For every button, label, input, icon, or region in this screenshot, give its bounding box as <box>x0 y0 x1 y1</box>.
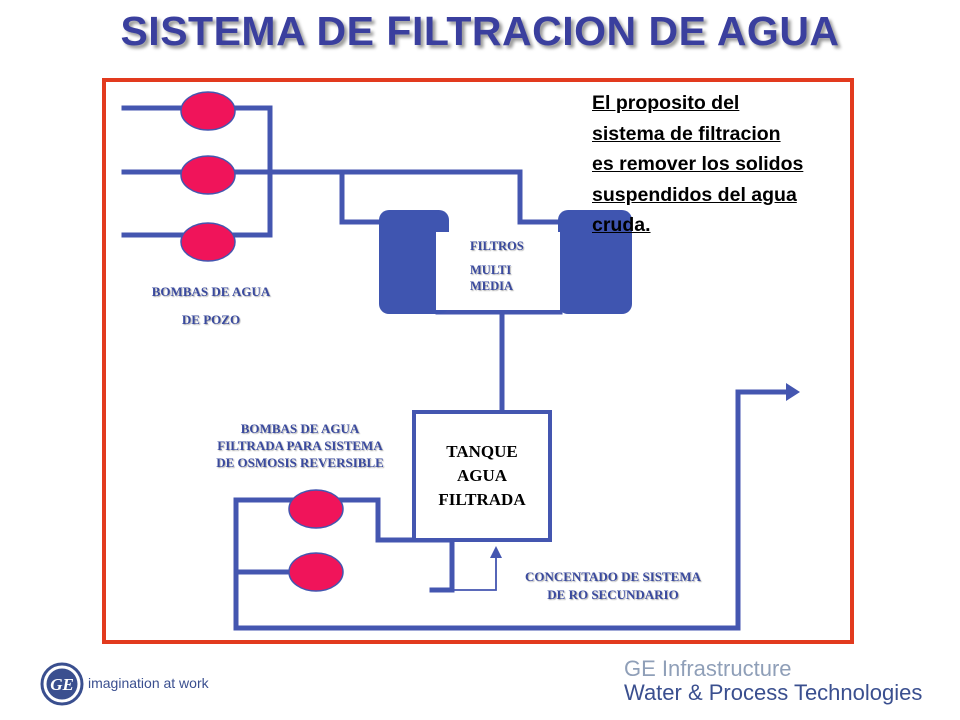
label-line: AGUA <box>456 466 508 485</box>
label-line: DE POZO <box>181 312 241 327</box>
pump-icon <box>180 155 236 195</box>
label-line: FILTRADA <box>438 490 526 509</box>
label-line: MULTI <box>470 263 512 277</box>
arrow-icon <box>786 383 800 401</box>
pipe-outlet-riser <box>735 389 793 631</box>
label-multimedia-filters: FILTROS MULTI MEDIA <box>470 238 524 294</box>
tagline: imagination at work <box>88 675 209 691</box>
logo-text: GE <box>50 675 74 694</box>
label-line: MEDIA <box>470 279 514 293</box>
pump-icon <box>288 489 344 529</box>
pump-icon <box>180 222 236 262</box>
filter-vessel-icon <box>379 210 449 314</box>
label-ro-concentrate: CONCENTADO DE SISTEMA DE RO SECUNDARIO <box>498 568 728 604</box>
concentrate-arrow-icon <box>432 546 502 591</box>
label-well-pumps: BOMBAS DE AGUA DE POZO <box>126 278 296 334</box>
label-line: DE RO SECUNDARIO <box>547 587 679 602</box>
pipe-ro-pump-2 <box>233 497 741 631</box>
tank-icon <box>412 410 552 542</box>
diagram-frame <box>102 78 854 644</box>
label-line: FILTROS <box>470 239 524 253</box>
company-line-1: GE Infrastructure <box>624 656 792 681</box>
filter-vessel-icon <box>558 210 632 314</box>
ge-logo-icon: GE <box>40 662 84 706</box>
label-filtered-water-pumps: BOMBAS DE AGUA FILTRADA PARA SISTEMA DE … <box>178 420 422 471</box>
pipe-to-left-filter <box>339 169 383 225</box>
pump-icon <box>288 552 344 592</box>
label-line: FILTRADA PARA SISTEMA <box>217 438 383 453</box>
label-line: BOMBAS DE AGUA <box>151 284 271 299</box>
page-title: SISTEMA DE FILTRACION DE AGUA <box>120 8 840 54</box>
company-line-2: Water & Process Technologies <box>624 680 923 705</box>
label-line: DE OSMOSIS REVERSIBLE <box>216 455 384 470</box>
label-line: CONCENTADO DE SISTEMA <box>524 569 701 584</box>
pipe-pumps-to-filters-top <box>267 169 571 225</box>
pump-icon <box>180 91 236 131</box>
purpose-statement: El proposito del sistema de filtracion e… <box>592 92 804 236</box>
label-line: BOMBAS DE AGUA <box>240 421 360 436</box>
tank-label: TANQUE AGUA FILTRADA <box>414 440 550 512</box>
label-line: TANQUE <box>446 442 518 461</box>
pipe-tank-outlet <box>429 537 455 593</box>
